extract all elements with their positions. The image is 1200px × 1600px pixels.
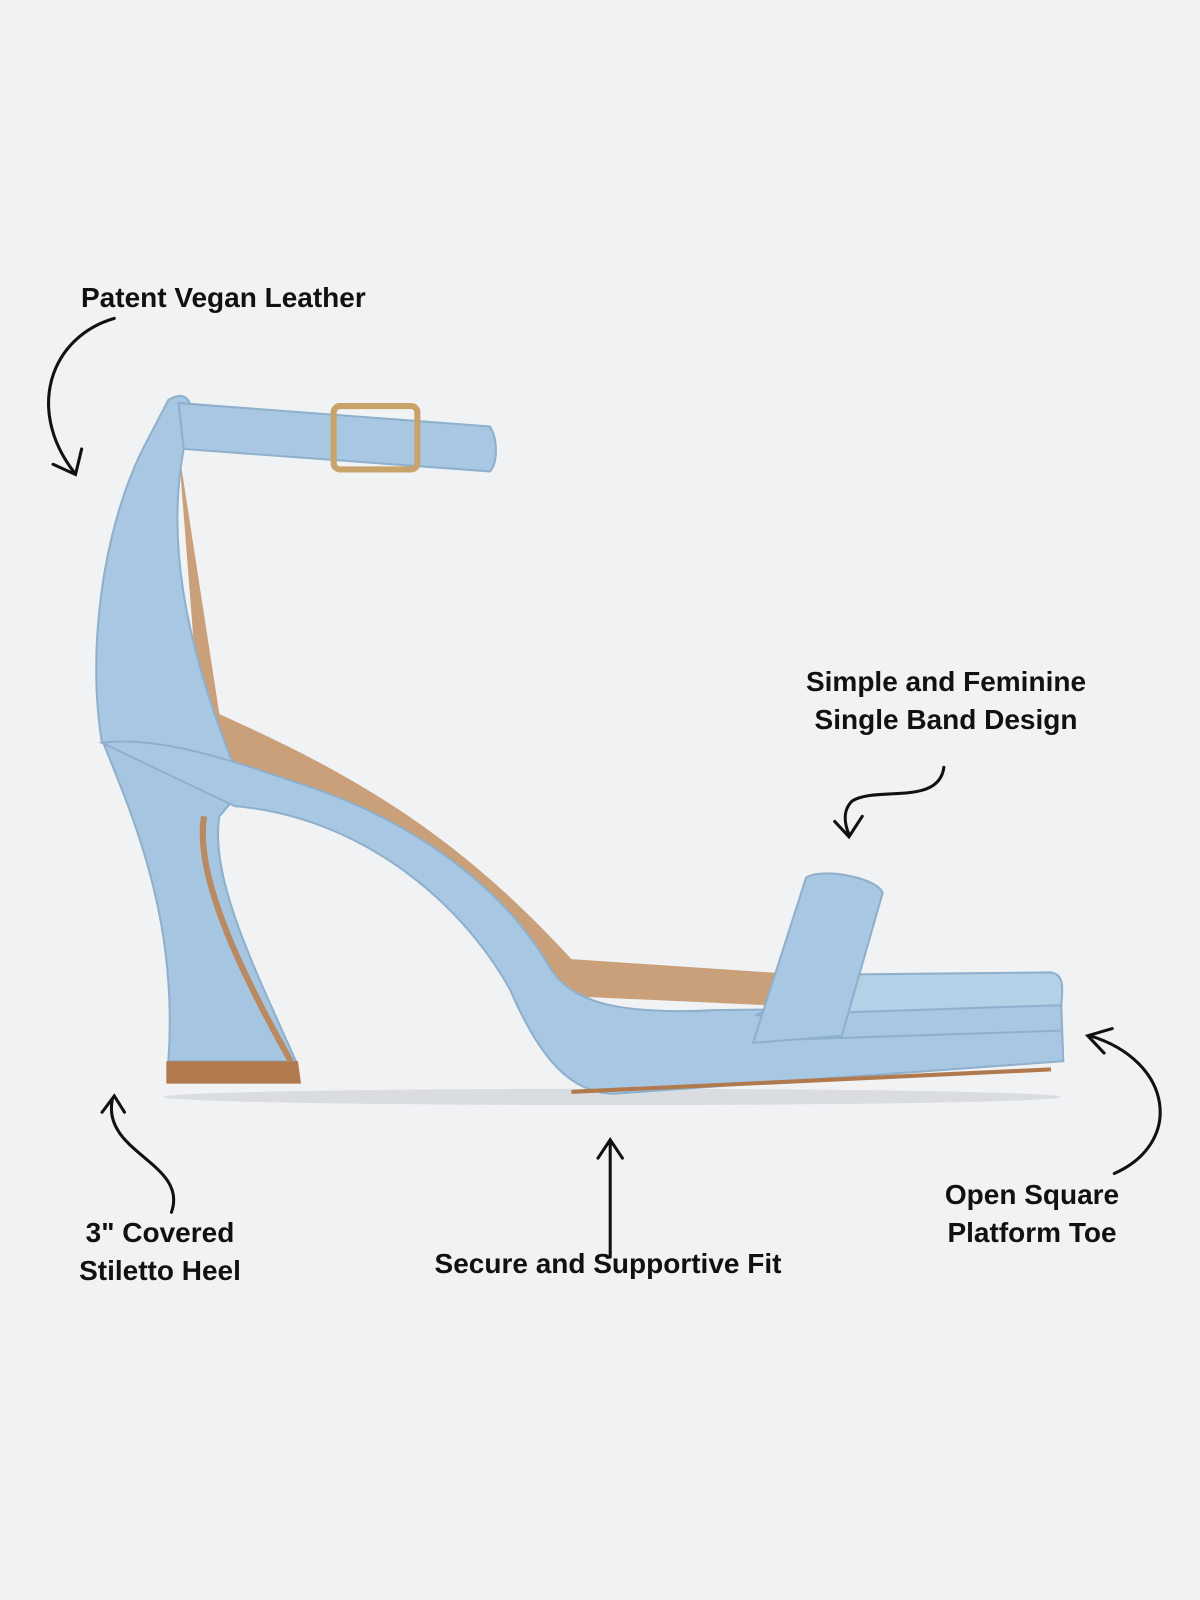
outsole-edge: [571, 1067, 1052, 1094]
callout-text: Simple and Feminine: [805, 666, 1087, 697]
callout-single-band-design: Simple and Feminine Single Band Design: [766, 663, 1126, 739]
sole-platform: [98, 740, 1065, 1095]
callout-text: Stiletto Heel: [79, 1255, 241, 1286]
arrow-band-icon: [833, 765, 946, 840]
callout-square-toe: Open Square Platform Toe: [902, 1176, 1162, 1252]
heel-counter: [95, 394, 242, 783]
callout-text: Patent Vegan Leather: [81, 282, 366, 313]
shadow: [163, 1088, 1062, 1106]
arrow-material-icon: [47, 316, 116, 477]
heel-tip: [166, 1061, 302, 1084]
callout-supportive-fit: Secure and Supportive Fit: [400, 1245, 816, 1283]
callout-text: Secure and Supportive Fit: [434, 1248, 782, 1279]
callout-stiletto-heel: 3" Covered Stiletto Heel: [20, 1214, 300, 1290]
buckle: [330, 403, 421, 473]
ankle-strap: [177, 401, 497, 473]
callout-text: 3" Covered: [85, 1217, 235, 1248]
callout-text: Single Band Design: [814, 704, 1078, 735]
arrow-toe-icon: [1084, 1027, 1162, 1176]
callout-text: Platform Toe: [947, 1217, 1117, 1248]
heel-edge: [199, 815, 294, 1063]
callout-text: Open Square: [944, 1179, 1120, 1210]
arrow-fit-icon: [596, 1137, 624, 1259]
toe-band: [751, 872, 884, 1044]
callout-patent-vegan-leather: Patent Vegan Leather: [81, 279, 366, 317]
arrow-heel-icon: [100, 1093, 176, 1214]
